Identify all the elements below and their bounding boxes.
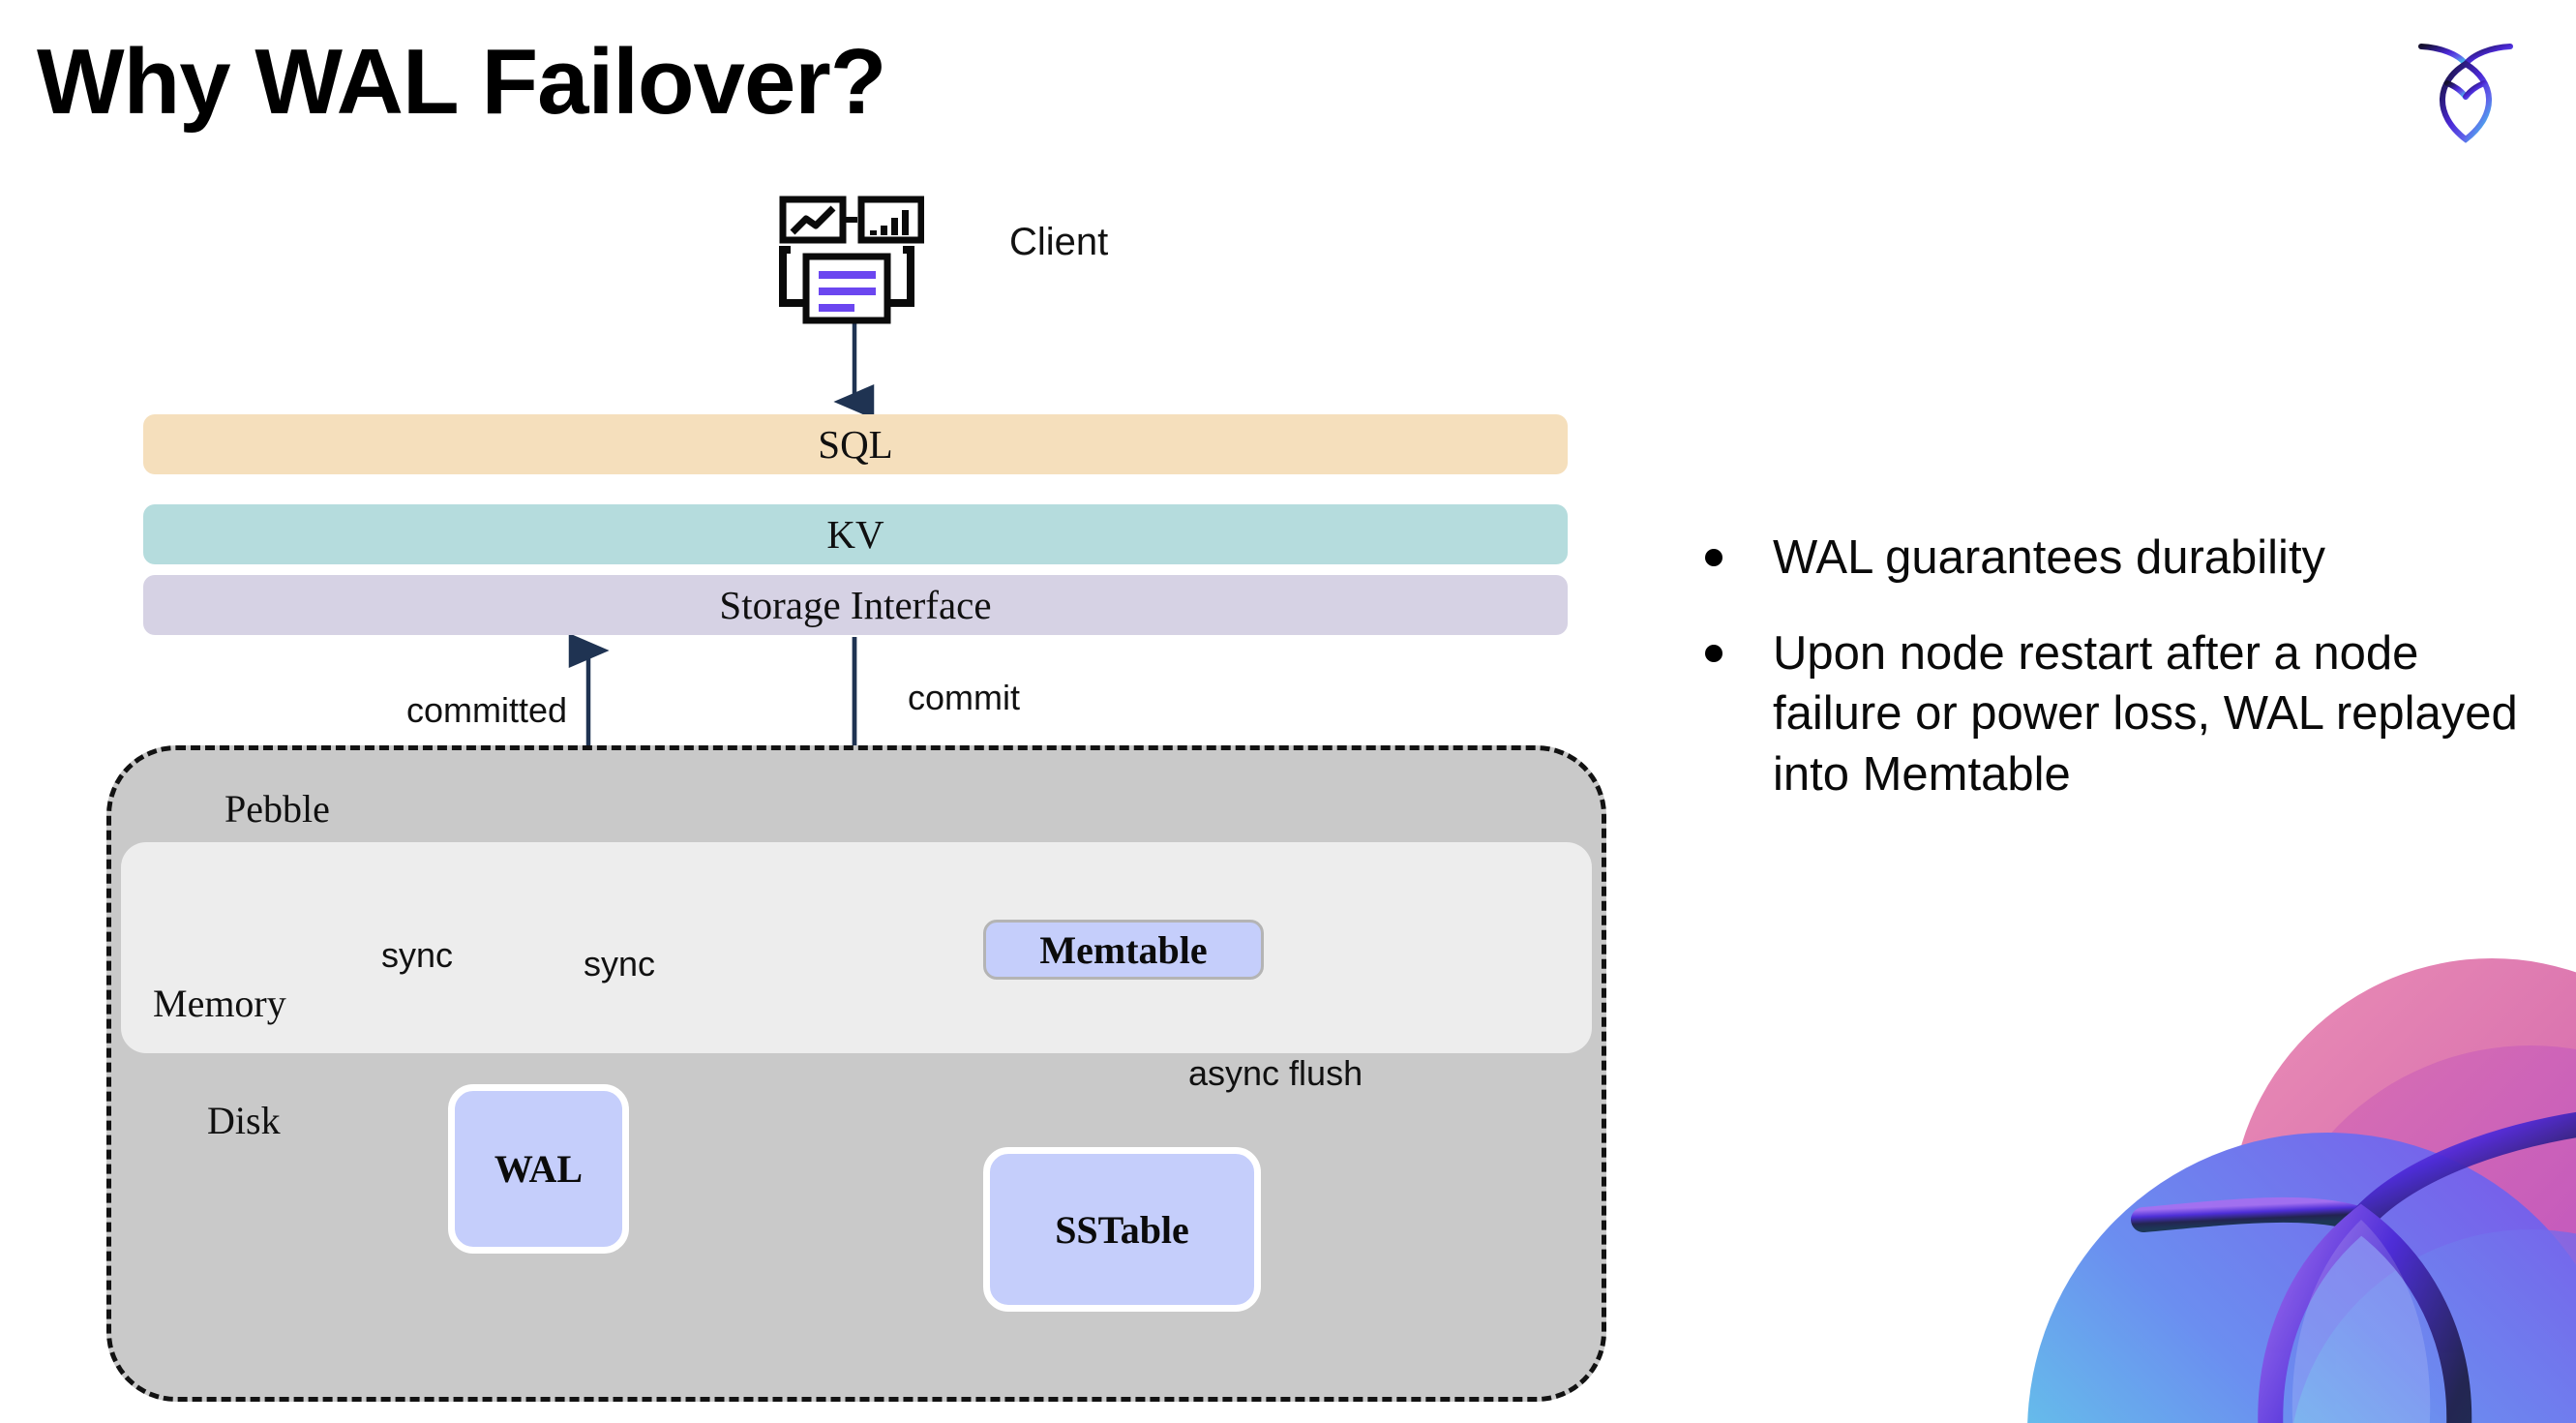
cockroach-logo-icon — [2418, 44, 2513, 143]
page-title: Why WAL Failover? — [37, 30, 886, 134]
client-dashboard-icon — [769, 192, 925, 327]
architecture-diagram: Client SQL KV Storage Interface Pebble M… — [106, 192, 1606, 1402]
layer-label-sql: SQL — [818, 422, 893, 467]
client-icon-svg — [779, 196, 925, 324]
layer-bar-sql: SQL — [143, 414, 1568, 474]
edge-label-commit: commit — [908, 678, 1020, 717]
layer-bar-storage-interface: Storage Interface — [143, 575, 1568, 635]
sstable-label: SSTable — [1055, 1207, 1189, 1252]
layer-label-storage-interface: Storage Interface — [719, 583, 992, 627]
edge-label-sync-right: sync — [584, 944, 656, 984]
disk-label: Disk — [207, 1099, 281, 1142]
pebble-label: Pebble — [225, 787, 330, 831]
bullet-dot-icon — [1705, 644, 1722, 662]
edge-label-committed: committed — [406, 690, 568, 730]
bullet-dot-icon — [1705, 549, 1722, 566]
memory-band — [121, 842, 1592, 1053]
memory-label: Memory — [153, 982, 286, 1025]
edge-label-sync-left: sync — [381, 935, 454, 975]
memtable-box: Memtable — [983, 920, 1264, 980]
sstable-box: SSTable — [983, 1147, 1261, 1312]
memtable-label: Memtable — [1039, 927, 1208, 972]
list-item: WAL guarantees durability — [1705, 528, 2557, 589]
edge-label-async-flush: async flush — [1188, 1053, 1363, 1093]
wal-label: WAL — [494, 1147, 584, 1191]
wal-box: WAL — [448, 1084, 629, 1254]
watermark-svg — [2027, 958, 2576, 1423]
layer-label-kv: KV — [826, 512, 884, 557]
cockroach-watermark-graphic — [1950, 929, 2576, 1423]
bullet-list: WAL guarantees durability Upon node rest… — [1705, 528, 2557, 840]
bullet-text: Upon node restart after a node failure o… — [1773, 626, 2518, 802]
cockroach-logo — [2408, 31, 2524, 157]
layer-bar-kv: KV — [143, 504, 1568, 564]
list-item: Upon node restart after a node failure o… — [1705, 623, 2557, 805]
bullet-text: WAL guarantees durability — [1773, 531, 2326, 584]
client-label: Client — [1009, 221, 1109, 263]
